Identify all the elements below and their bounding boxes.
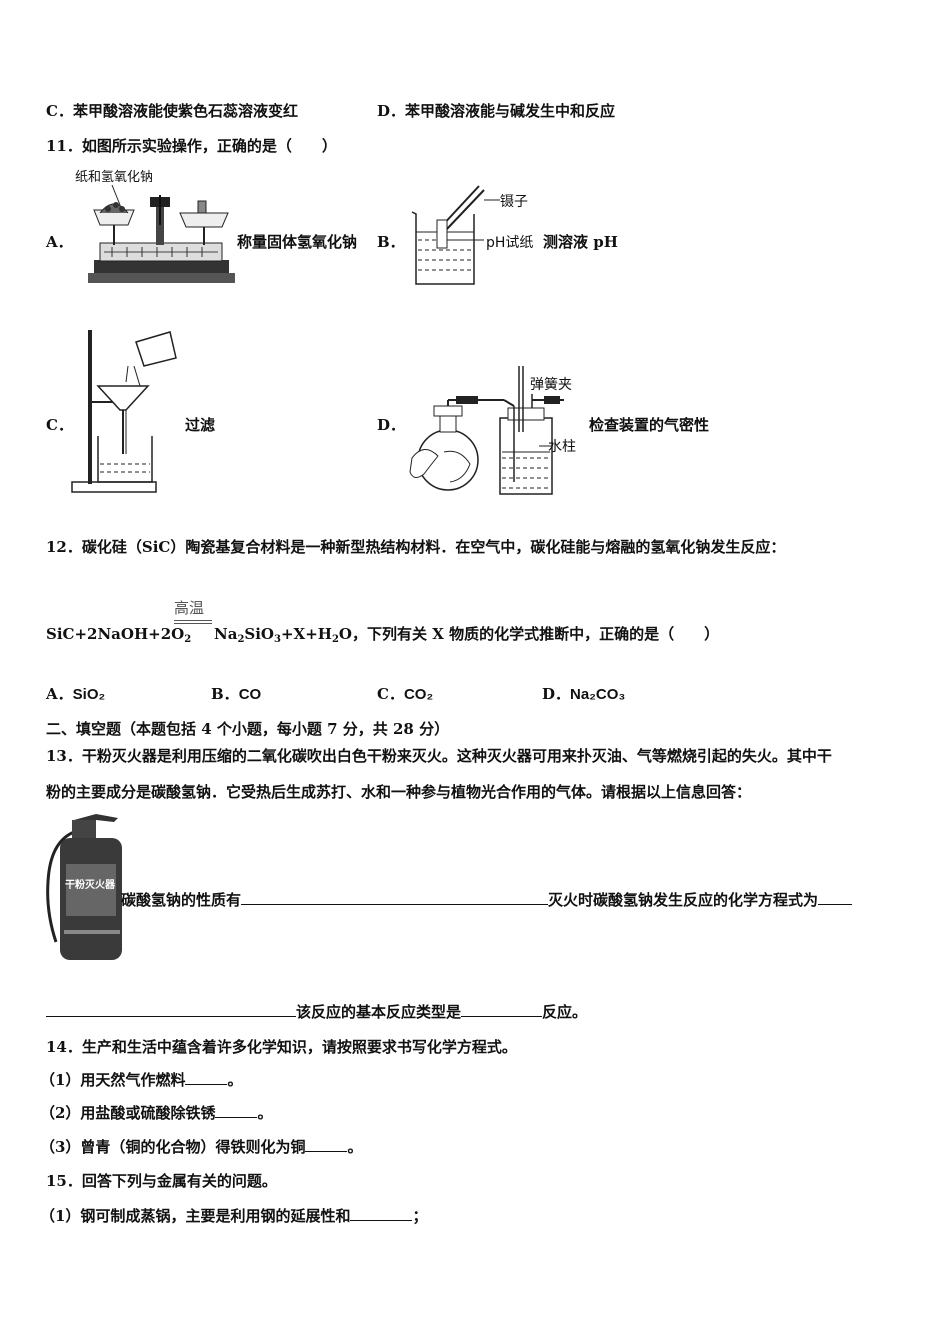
q13-equation-blank-start[interactable] bbox=[818, 890, 853, 905]
condition-line-top bbox=[174, 620, 212, 621]
q13-equation-blank-end[interactable] bbox=[46, 1002, 296, 1017]
q12-stem: 12．碳化硅（SiC）陶瓷基复合材料是一种新型热结构材料．在空气中，碳化硅能与熔… bbox=[46, 538, 786, 556]
q12-equation-left: SiC+2NaOH+2O2 bbox=[46, 625, 192, 645]
q13-line2: 粉的主要成分是碳酸氢钠．它受热后生成苏打、水和一种参与植物光合作用的气体。请根据… bbox=[46, 783, 752, 801]
q15-item-1-blank[interactable] bbox=[350, 1206, 413, 1221]
q12-equation-right: Na2SiO3+X+H2O，下列有关 X 物质的化学式推断中，正确的是（ ） bbox=[214, 625, 720, 645]
reaction-condition: 高温 bbox=[174, 599, 205, 617]
q14-item-3: （3）曾青（铜的化合物）得铁则化为铜。 bbox=[40, 1137, 363, 1156]
q10-option-d: D．苯甲酸溶液能与碱发生中和反应 bbox=[377, 102, 616, 120]
ph-paper-label: pH试纸 bbox=[486, 235, 534, 251]
beaker-tweezers-icon bbox=[411, 185, 500, 285]
q15-item-1: （1）钢可制成蒸锅，主要是利用钢的延展性和； bbox=[40, 1206, 428, 1225]
balance-figure-label: 纸和氢氧化钠 bbox=[75, 170, 154, 185]
q11-option-a-letter: A． bbox=[46, 233, 73, 251]
q14-item-1: （1）用天然气作燃料。 bbox=[40, 1070, 243, 1089]
q12-equation-tail: ，下列有关 X 物质的化学式推断中，正确的是（ ） bbox=[351, 625, 720, 643]
q11-option-d-letter: D． bbox=[377, 416, 406, 434]
q13-type-line: 该反应的基本反应类型是反应。 bbox=[46, 1002, 587, 1022]
q10-option-c: C．苯甲酸溶液能使紫色石蕊溶液变红 bbox=[46, 102, 298, 120]
water-column-label: 水柱 bbox=[548, 439, 576, 455]
q12-option-d: D．Na₂CO₃ bbox=[542, 685, 626, 703]
balance-icon bbox=[88, 184, 235, 283]
q15-stem: 15．回答下列与金属有关的问题。 bbox=[46, 1172, 277, 1190]
q11-option-b-letter: B． bbox=[377, 233, 405, 251]
fire-extinguisher-icon bbox=[46, 814, 122, 960]
balance-figure: 纸和氢氧化钠 bbox=[72, 165, 237, 290]
tweezers-label: 镊子 bbox=[500, 194, 528, 210]
filtration-apparatus-icon bbox=[71, 330, 177, 493]
condition-line-bottom bbox=[174, 623, 212, 624]
ph-test-figure: 镊子 pH试纸 bbox=[404, 180, 544, 288]
q12-option-b: B．CO bbox=[211, 685, 262, 703]
flask-bottle-icon bbox=[409, 366, 564, 495]
q11-option-b-caption: 测溶液 pH bbox=[543, 233, 618, 251]
q11-option-c-caption: 过滤 bbox=[185, 416, 216, 434]
q13-property-blank[interactable] bbox=[241, 890, 549, 905]
q14-item-2-blank[interactable] bbox=[215, 1103, 258, 1118]
q13-property-line: 碳酸氢钠的性质有灭火时碳酸氢钠发生反应的化学方程式为 bbox=[121, 890, 853, 910]
q13-line1: 13．干粉灭火器是利用压缩的二氧化碳吹出白色干粉来灭火。这种灭火器可用来扑灭油、… bbox=[46, 747, 832, 765]
q14-stem: 14．生产和生活中蕴含着许多化学知识，请按照要求书写化学方程式。 bbox=[46, 1038, 517, 1056]
q13-type-blank[interactable] bbox=[461, 1002, 543, 1017]
extinguisher-label: 干粉灭火器 bbox=[65, 880, 115, 891]
filtration-figure bbox=[68, 326, 183, 496]
q14-item-2: （2）用盐酸或硫酸除铁锈。 bbox=[40, 1103, 273, 1122]
clip-label: 弹簧夹 bbox=[530, 377, 572, 393]
section-heading: 二、填空题（本题包括 4 个小题，每小题 7 分，共 28 分） bbox=[46, 720, 450, 738]
q14-item-3-blank[interactable] bbox=[305, 1137, 348, 1152]
airtightness-figure: 弹簧夹 水柱 bbox=[404, 362, 589, 496]
q11-option-c-letter: C． bbox=[46, 416, 73, 434]
q11-option-d-caption: 检查装置的气密性 bbox=[589, 416, 710, 434]
q11-stem: 11．如图所示实验操作，正确的是（ ） bbox=[46, 137, 337, 155]
q14-item-1-blank[interactable] bbox=[185, 1070, 228, 1085]
q12-option-c: C．CO₂ bbox=[377, 685, 434, 703]
extinguisher-figure: 干粉灭火器 bbox=[44, 812, 124, 964]
q11-option-a-caption: 称量固体氢氧化钠 bbox=[237, 233, 358, 251]
q12-option-a: A．SiO₂ bbox=[46, 685, 106, 703]
